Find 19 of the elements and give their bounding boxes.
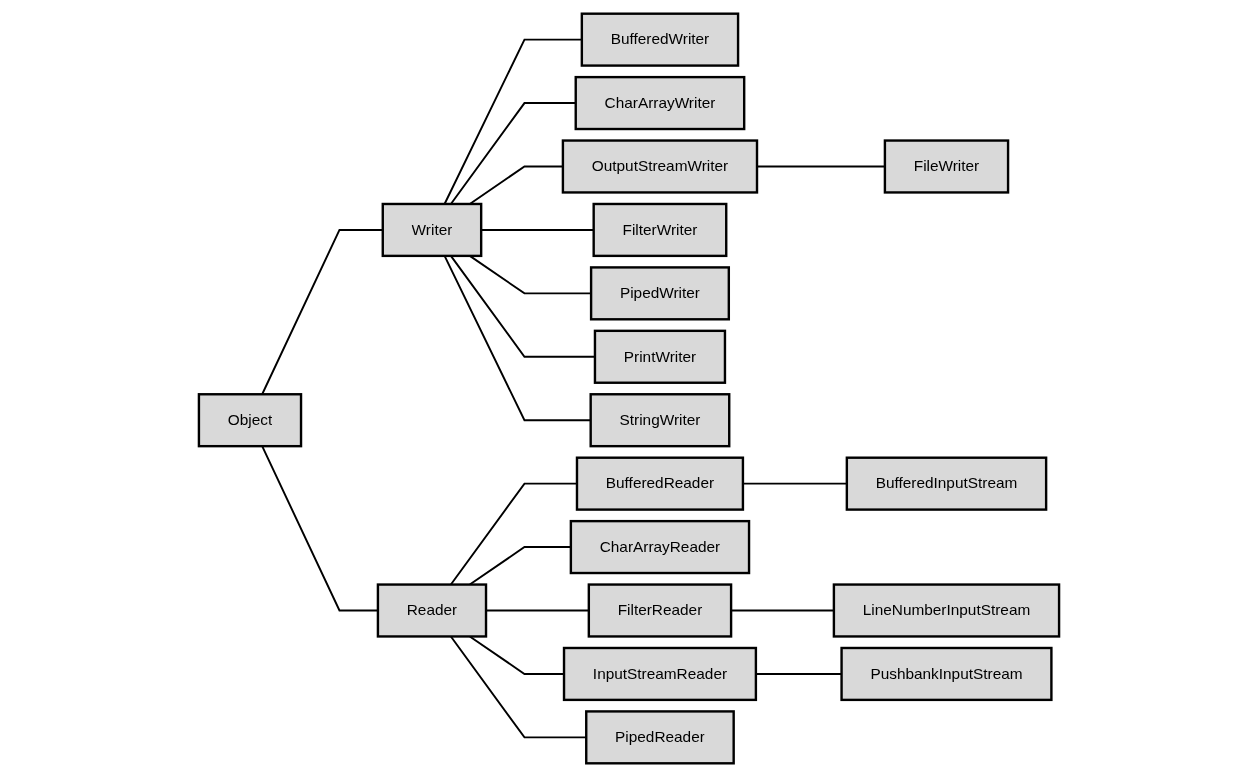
class-box: BufferedInputStream bbox=[845, 456, 1047, 511]
class-box: FileWriter bbox=[883, 139, 1009, 194]
class-box: BufferedWriter bbox=[580, 12, 739, 67]
class-box: LineNumberInputStream bbox=[832, 583, 1060, 638]
class-box: CharArrayWriter bbox=[574, 75, 745, 131]
class-box: OutputStreamWriter bbox=[561, 139, 758, 194]
class-box: Reader bbox=[376, 583, 487, 638]
class-box: Writer bbox=[381, 202, 482, 258]
class-box: StringWriter bbox=[588, 393, 730, 448]
class-box: PipedWriter bbox=[589, 266, 730, 321]
class-box: BufferedReader bbox=[575, 456, 744, 511]
class-box: PushbankInputStream bbox=[839, 646, 1053, 702]
class-box: PrintWriter bbox=[593, 329, 726, 384]
class-box: FilterWriter bbox=[591, 202, 727, 258]
class-box: Object bbox=[197, 393, 302, 448]
class-box: FilterReader bbox=[587, 583, 732, 638]
class-box: InputStreamReader bbox=[562, 646, 757, 702]
class-box: PipedReader bbox=[584, 710, 735, 765]
class-box: CharArrayReader bbox=[569, 519, 750, 575]
